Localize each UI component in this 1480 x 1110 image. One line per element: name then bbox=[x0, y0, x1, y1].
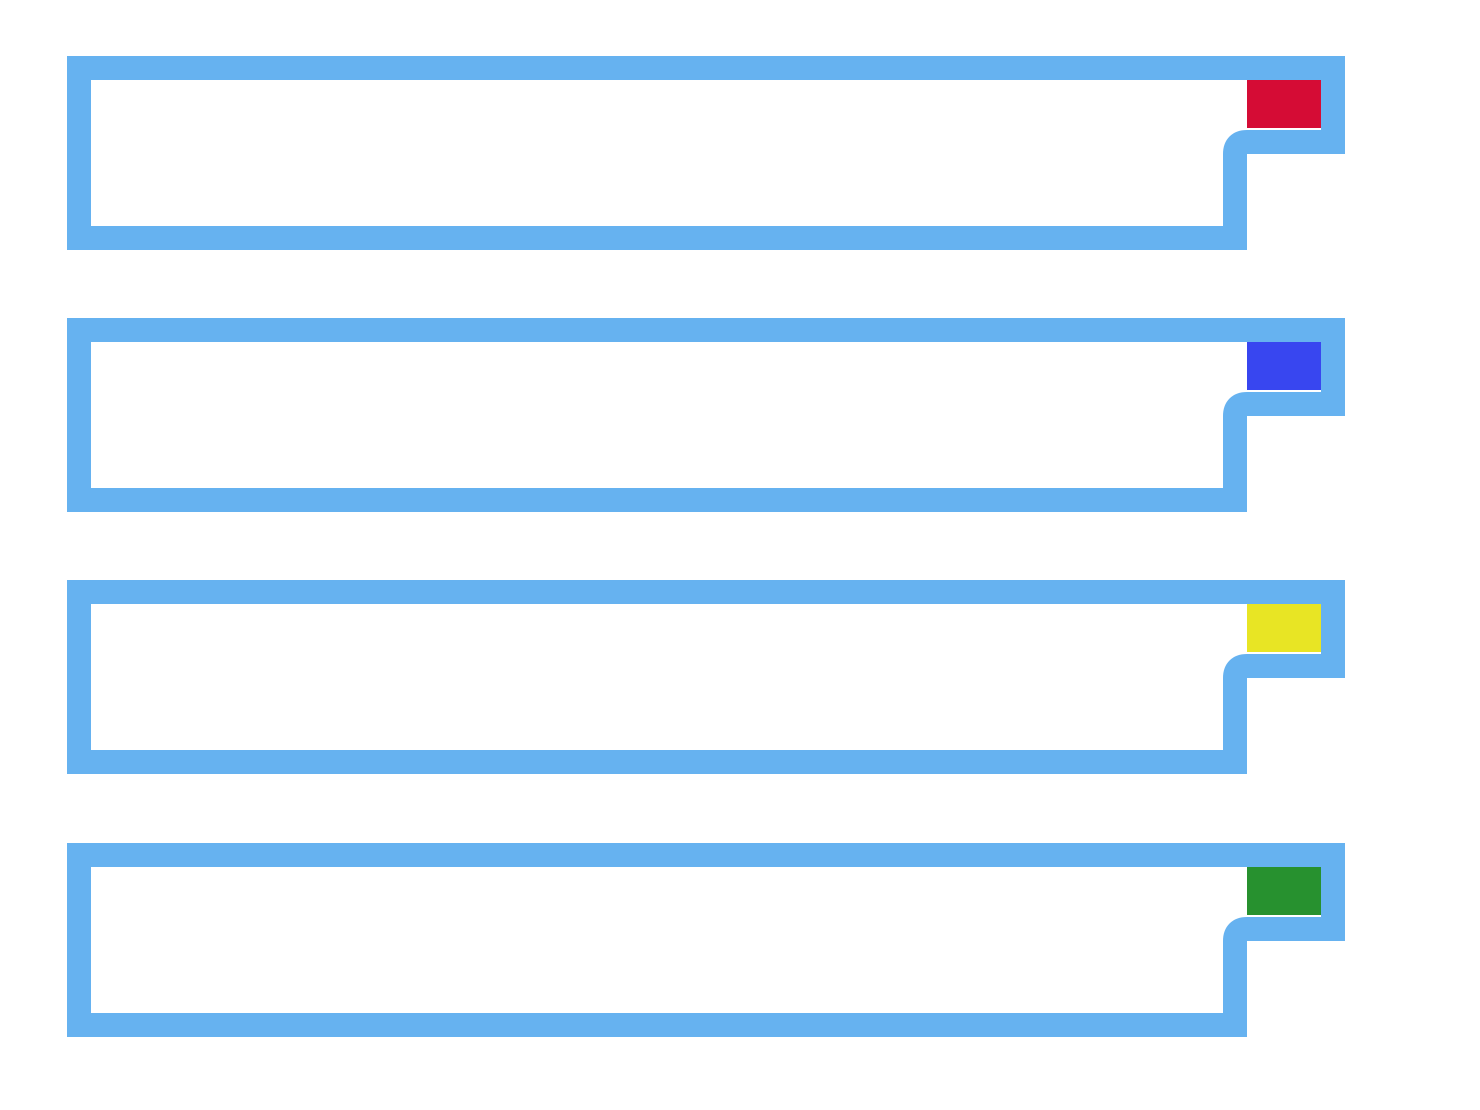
color-tab bbox=[1247, 604, 1321, 652]
panel-frame bbox=[67, 318, 1345, 512]
panel-4[interactable] bbox=[67, 843, 1347, 1039]
color-tab bbox=[1247, 80, 1321, 128]
color-tab bbox=[1247, 342, 1321, 390]
panel-outline bbox=[67, 56, 1345, 250]
panel-1[interactable] bbox=[67, 56, 1347, 252]
panel-outline bbox=[67, 318, 1345, 512]
panel-2[interactable] bbox=[67, 318, 1347, 514]
panel-frame bbox=[67, 56, 1345, 250]
color-tab bbox=[1247, 867, 1321, 915]
panel-frame bbox=[67, 580, 1345, 774]
panel-3[interactable] bbox=[67, 580, 1347, 776]
panel-outline bbox=[67, 580, 1345, 774]
panel-outline bbox=[67, 843, 1345, 1037]
panel-frame bbox=[67, 843, 1345, 1037]
